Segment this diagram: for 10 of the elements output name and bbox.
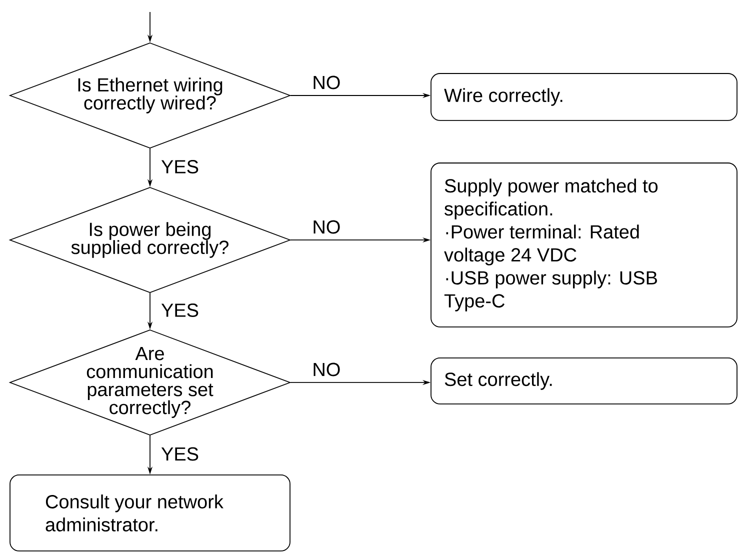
edge-label: NO [311, 362, 342, 378]
edge-label: YES [160, 302, 200, 318]
edge-label: NO [311, 219, 342, 235]
process-box: Set correctly. [430, 358, 738, 404]
process-box: Wire correctly. [430, 73, 738, 121]
edge-label: NO [311, 74, 342, 90]
process-box: Consult your network administrator. [10, 474, 290, 552]
edge-label: YES [160, 159, 200, 174]
edge-label: YES [160, 446, 200, 462]
process-box: Supply power matched to specification. ·Power terminal: Rated voltage 24 VDC ·USB power supply: USB Type-C [430, 162, 738, 328]
